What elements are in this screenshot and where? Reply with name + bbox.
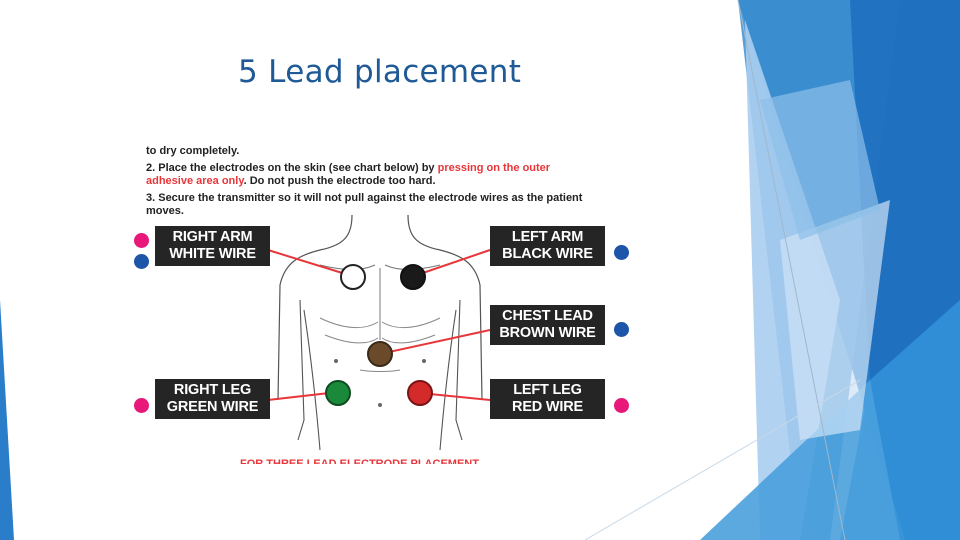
label-chest-lead-line-1: CHEST LEAD	[502, 308, 593, 324]
instruction-line-5: moves.	[146, 205, 184, 217]
label-left-leg-line-2: RED WIRE	[512, 399, 583, 415]
footer-cutoff-text: FOR THREE LEAD ELECTRODE PLACEMENT	[240, 458, 479, 464]
label-left-arm-line-2: BLACK WIRE	[502, 246, 593, 262]
label-chest-lead: CHEST LEAD BROWN WIRE	[490, 305, 605, 345]
electrode-chest-brown	[367, 341, 393, 367]
label-right-leg: RIGHT LEG GREEN WIRE	[155, 379, 270, 419]
instruction-highlight-2: adhesive area only	[146, 175, 244, 187]
instruction-line-3-suffix: . Do not push the electrode too hard.	[243, 175, 436, 187]
label-left-leg: LEFT LEG RED WIRE	[490, 379, 605, 419]
slide-title: 5 Lead placement	[238, 54, 522, 90]
electrode-left-leg-red	[407, 380, 433, 406]
marker-blue-left-arm	[614, 245, 629, 260]
instruction-step-2-text: 2. Place the electrodes on the skin (see…	[146, 162, 438, 174]
instruction-line-1: to dry completely.	[146, 145, 240, 157]
electrode-right-leg-green	[325, 380, 351, 406]
label-right-arm: RIGHT ARM WHITE WIRE	[155, 226, 270, 266]
label-right-leg-line-1: RIGHT LEG	[173, 382, 252, 398]
label-right-arm-line-2: WHITE WIRE	[169, 246, 256, 262]
electrode-right-arm-white	[340, 264, 366, 290]
marker-pink-left-leg	[614, 398, 629, 413]
electrode-left-arm-black	[400, 264, 426, 290]
marker-pink-right-leg	[134, 398, 149, 413]
label-left-arm-line-1: LEFT ARM	[511, 229, 584, 245]
label-left-leg-line-1: LEFT LEG	[513, 382, 582, 398]
label-left-arm: LEFT ARM BLACK WIRE	[490, 226, 605, 266]
marker-pink-right-arm	[134, 233, 149, 248]
decorative-facet-left	[0, 300, 14, 540]
instruction-line-3: adhesive area only. Do not push the elec…	[146, 175, 436, 187]
instruction-line-4: 3. Secure the transmitter so it will not…	[146, 192, 583, 204]
marker-blue-chest	[614, 322, 629, 337]
instruction-line-2: 2. Place the electrodes on the skin (see…	[146, 162, 550, 174]
marker-blue-right-arm	[134, 254, 149, 269]
instruction-highlight-1: pressing on the outer	[437, 162, 551, 174]
label-right-arm-line-1: RIGHT ARM	[172, 229, 253, 245]
label-chest-lead-line-2: BROWN WIRE	[499, 325, 596, 341]
label-right-leg-line-2: GREEN WIRE	[166, 399, 259, 415]
